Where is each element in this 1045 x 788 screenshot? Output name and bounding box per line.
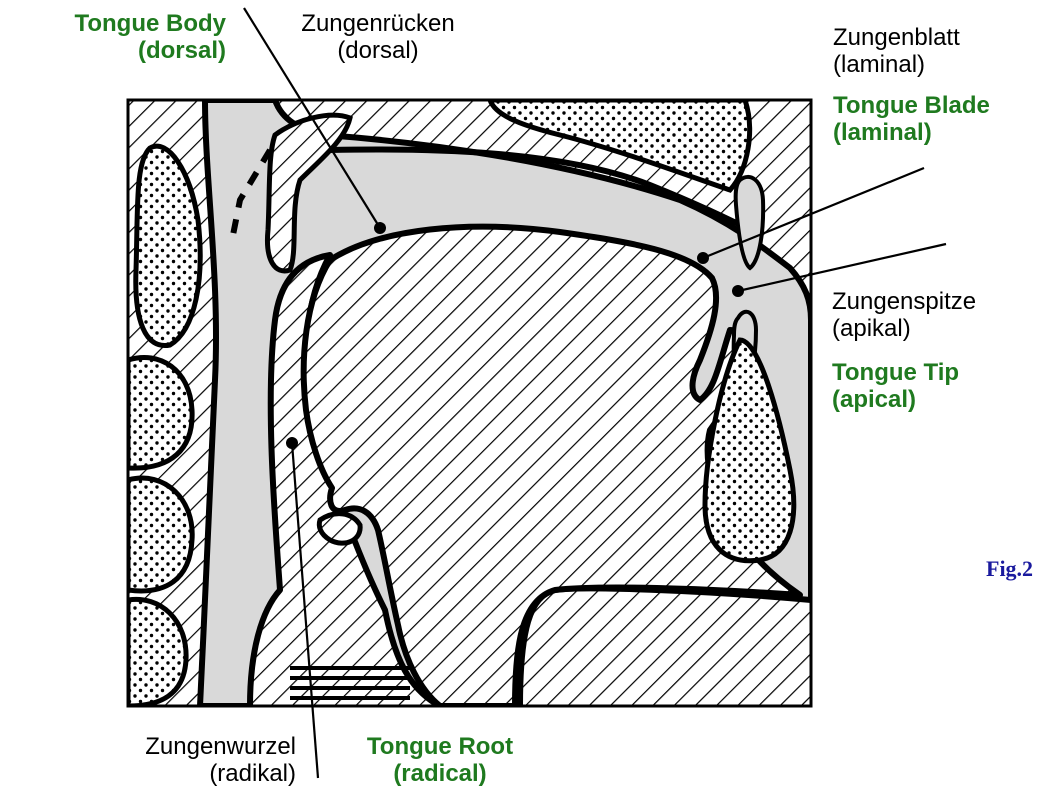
label-zungenwurzel: Zungenwurzel (radikal) [80, 733, 296, 787]
vertebra-2 [128, 357, 192, 468]
label-tongue-body: Tongue Body (dorsal) [10, 10, 226, 64]
figure-label: Fig.2 [986, 556, 1033, 582]
label-tongue-root: Tongue Root (radical) [330, 733, 550, 787]
label-zungenspitze: Zungenspitze (apikal) [832, 288, 976, 342]
label-tongue-tip: Tongue Tip (apical) [832, 359, 959, 413]
pointer-dot-dorsal [374, 222, 386, 234]
pointer-dot-apical [732, 285, 744, 297]
pointer-dot-radical [286, 437, 298, 449]
label-tongue-blade: Tongue Blade (laminal) [833, 92, 990, 146]
epiglottis [319, 514, 360, 543]
label-zungenruecken: Zungenrücken (dorsal) [268, 10, 488, 64]
pointer-dot-laminal [697, 252, 709, 264]
label-zungenblatt: Zungenblatt (laminal) [833, 24, 960, 78]
